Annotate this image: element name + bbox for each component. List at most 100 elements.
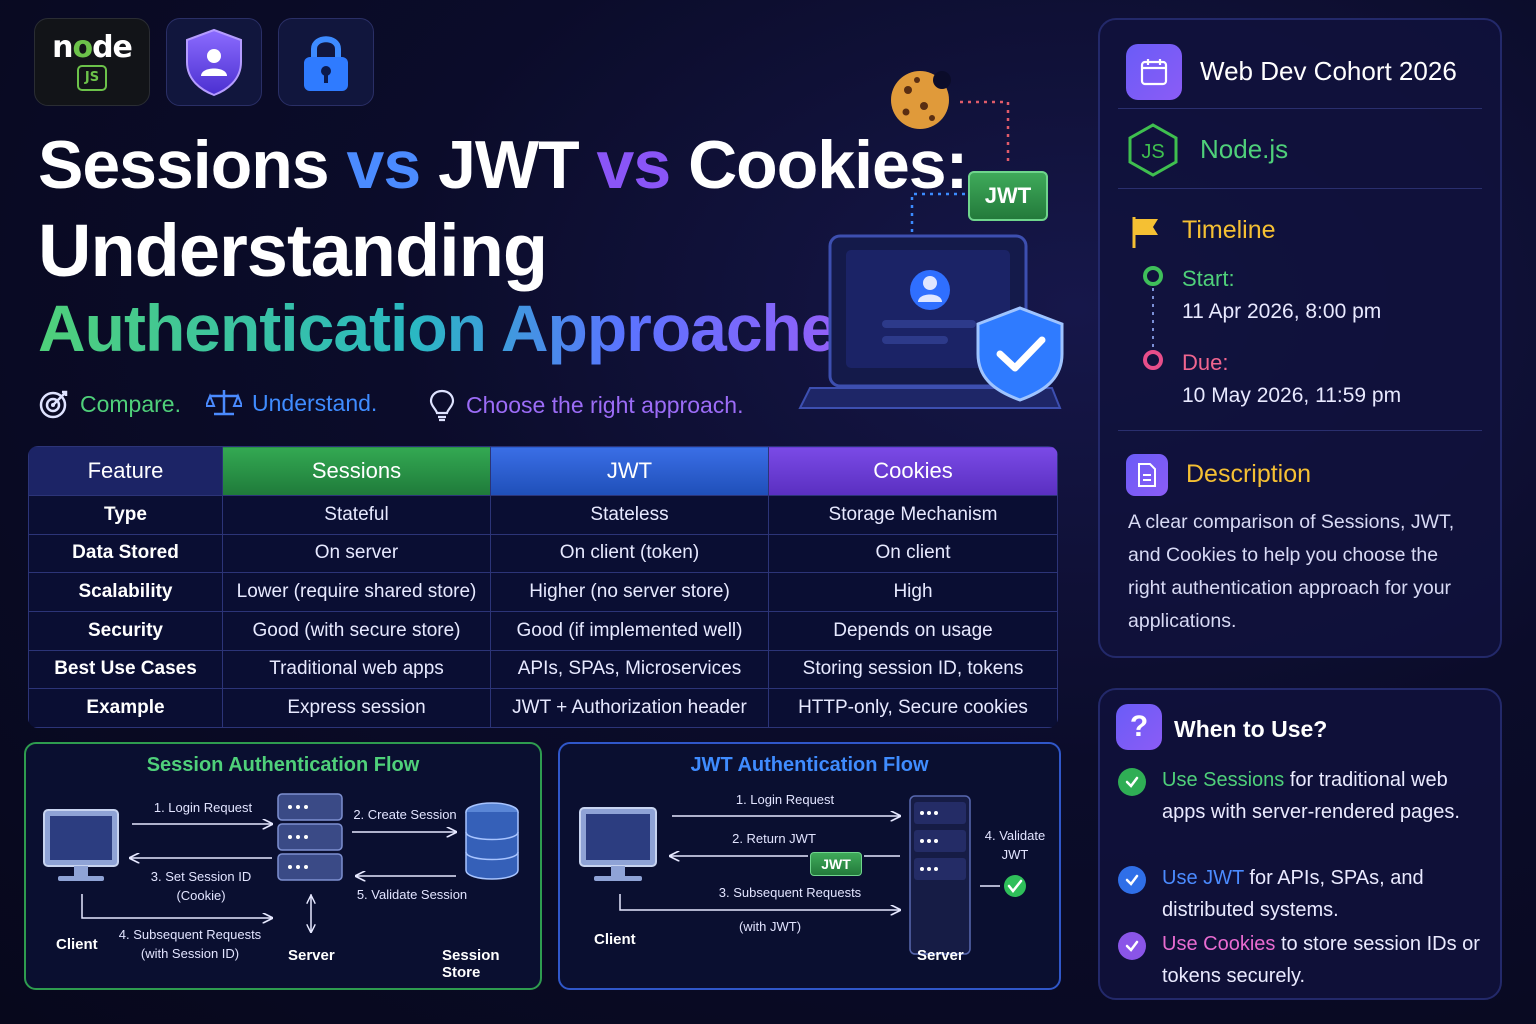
table-cell: Traditional web apps <box>222 649 491 690</box>
title-sessions: Sessions <box>38 127 330 203</box>
session-server-label: Server <box>288 947 335 964</box>
jwt-client-label: Client <box>594 931 636 948</box>
jwt-server-icon <box>909 795 971 955</box>
hero-illustration <box>798 71 1064 409</box>
table-cell: On client (token) <box>490 533 769 574</box>
when-item-cookies-highlight: Use Cookies <box>1162 933 1276 955</box>
check-circle-icon <box>1118 932 1146 960</box>
validated-check-icon <box>1004 875 1026 897</box>
start-label: Start: <box>1182 266 1235 291</box>
table-cell: Type <box>28 495 223 535</box>
shield-user-logo <box>166 18 262 106</box>
table-cell: High <box>768 572 1058 612</box>
header-feature: Feature <box>28 446 223 496</box>
when-item-cookies-text: to store session IDs or tokens securely. <box>1162 933 1480 987</box>
description-label: Description <box>1186 460 1312 488</box>
page-title-line2: Understanding <box>38 209 548 292</box>
session-step-subsequent-line1: 4. Subsequent Requests <box>118 927 262 942</box>
when-item-cookies: Use Cookies to store session IDs or toke… <box>1162 928 1482 992</box>
table-cell: Depends on usage <box>768 610 1058 651</box>
jwt-server-label: Server <box>917 947 964 964</box>
lock-logo <box>278 18 374 106</box>
jwt-flow-diagram <box>579 795 1026 955</box>
session-flow-diagram <box>43 793 519 988</box>
jwt-client-monitor-icon <box>579 807 657 881</box>
timeline-label: Timeline <box>1182 216 1276 244</box>
table-row: Example Express session JWT + Authorizat… <box>28 688 1058 728</box>
table-cell: On client <box>768 533 1058 574</box>
nodejs-hex-icon: JS <box>1128 123 1178 177</box>
session-store-label: Session Store <box>442 947 500 981</box>
tagline-understand: Understand. <box>206 388 377 418</box>
tagline-compare-text: Compare. <box>80 390 181 417</box>
session-client-label: Client <box>56 936 98 953</box>
lightbulb-icon <box>429 389 455 422</box>
when-item-sessions: Use Sessions for traditional web apps wi… <box>1162 764 1482 828</box>
when-title: When to Use? <box>1174 716 1328 742</box>
when-item-jwt-text: for APIs, SPAs, and distributed systems. <box>1162 867 1424 921</box>
table-cell: Example <box>28 688 223 728</box>
flag-icon <box>1132 217 1158 248</box>
description-text: A clear comparison of Sessions, JWT, and… <box>1128 511 1455 632</box>
due-value: 10 May 2026, 11:59 pm <box>1182 384 1402 407</box>
when-to-use-panel: ? When to Use? Use Sessions for traditio… <box>1098 688 1502 1000</box>
table-cell: On server <box>222 533 491 574</box>
session-step-subsequent: 4. Subsequent Requests(with Session ID) <box>110 925 270 963</box>
question-icon: ? <box>1116 704 1162 750</box>
jwt-badge: JWT <box>968 171 1048 221</box>
table-cell: Lower (require shared store) <box>222 572 491 612</box>
target-icon <box>39 390 68 419</box>
title-vs-2: vs <box>596 127 672 203</box>
when-item-sessions-highlight: Use Sessions <box>1162 769 1285 791</box>
jwt-step-validate-line1: 4. Validate <box>984 828 1046 843</box>
table-cell: Data Stored <box>28 533 223 574</box>
tagline-compare: Compare. <box>38 388 181 420</box>
table-cell: HTTP-only, Secure cookies <box>768 688 1058 728</box>
document-icon <box>1126 454 1168 496</box>
when-item-sessions-text: for traditional web apps with server-ren… <box>1162 769 1460 823</box>
client-monitor-icon <box>43 809 119 881</box>
page-title-line3: Authentication Approaches <box>38 291 873 365</box>
timeline-track <box>1143 266 1163 370</box>
session-flow-title: Session Authentication Flow <box>146 754 420 776</box>
database-icon <box>465 802 519 880</box>
table-cell: Scalability <box>28 572 223 612</box>
table-cell: APIs, SPAs, Microservices <box>490 649 769 690</box>
table-cell: Express session <box>222 688 491 728</box>
calendar-icon <box>1126 44 1182 100</box>
session-step-create: 2. Create Session <box>353 807 457 822</box>
jwt-flow-panel: JWT Authentication Flow 1. Lo <box>558 742 1061 990</box>
session-step-set-id-line2: (Cookie) <box>176 888 226 903</box>
table-cell: Stateless <box>490 495 769 535</box>
node-js-badge: JS <box>77 65 107 91</box>
table-cell: Higher (no server store) <box>490 572 769 612</box>
table-cell: Good (with secure store) <box>222 610 491 651</box>
shield-user-icon <box>186 28 242 97</box>
jwt-flow-title: JWT Authentication Flow <box>690 754 929 776</box>
node-wordmark: node <box>52 30 133 65</box>
tagline-choose: Choose the right approach. <box>428 388 743 422</box>
when-item-jwt: Use JWT for APIs, SPAs, and distributed … <box>1162 862 1482 926</box>
session-step-login: 1. Login Request <box>153 800 253 815</box>
table-cell: JWT + Authorization header <box>490 688 769 728</box>
check-circle-icon <box>1118 768 1146 796</box>
jwt-step-validate-line2: JWT <box>1001 847 1029 862</box>
title-jwt: JWT <box>438 127 580 203</box>
tagline-understand-text: Understand. <box>252 389 378 416</box>
table-row: Security Good (with secure store) Good (… <box>28 610 1058 651</box>
jwt-token-badge: JWT <box>810 852 862 876</box>
when-item-jwt-highlight: Use JWT <box>1162 867 1244 889</box>
svg-text:JS: JS <box>1141 141 1164 163</box>
session-step-set-id-line1: 3. Set Session ID <box>150 869 252 884</box>
table-row: Type Stateful Stateless Storage Mechanis… <box>28 495 1058 535</box>
jwt-step-subsequent-note: (with JWT) <box>738 919 802 934</box>
lock-icon <box>304 36 348 91</box>
check-circle-icon <box>1118 866 1146 894</box>
title-vs-1: vs <box>346 127 422 203</box>
table-row: Best Use Cases Traditional web apps APIs… <box>28 649 1058 690</box>
start-value: 11 Apr 2026, 8:00 pm <box>1182 300 1382 323</box>
due-label: Due: <box>1182 350 1229 375</box>
table-cell: Good (if implemented well) <box>490 610 769 651</box>
table-cell: Stateful <box>222 495 491 535</box>
title-cookies: Cookies: <box>688 127 968 203</box>
